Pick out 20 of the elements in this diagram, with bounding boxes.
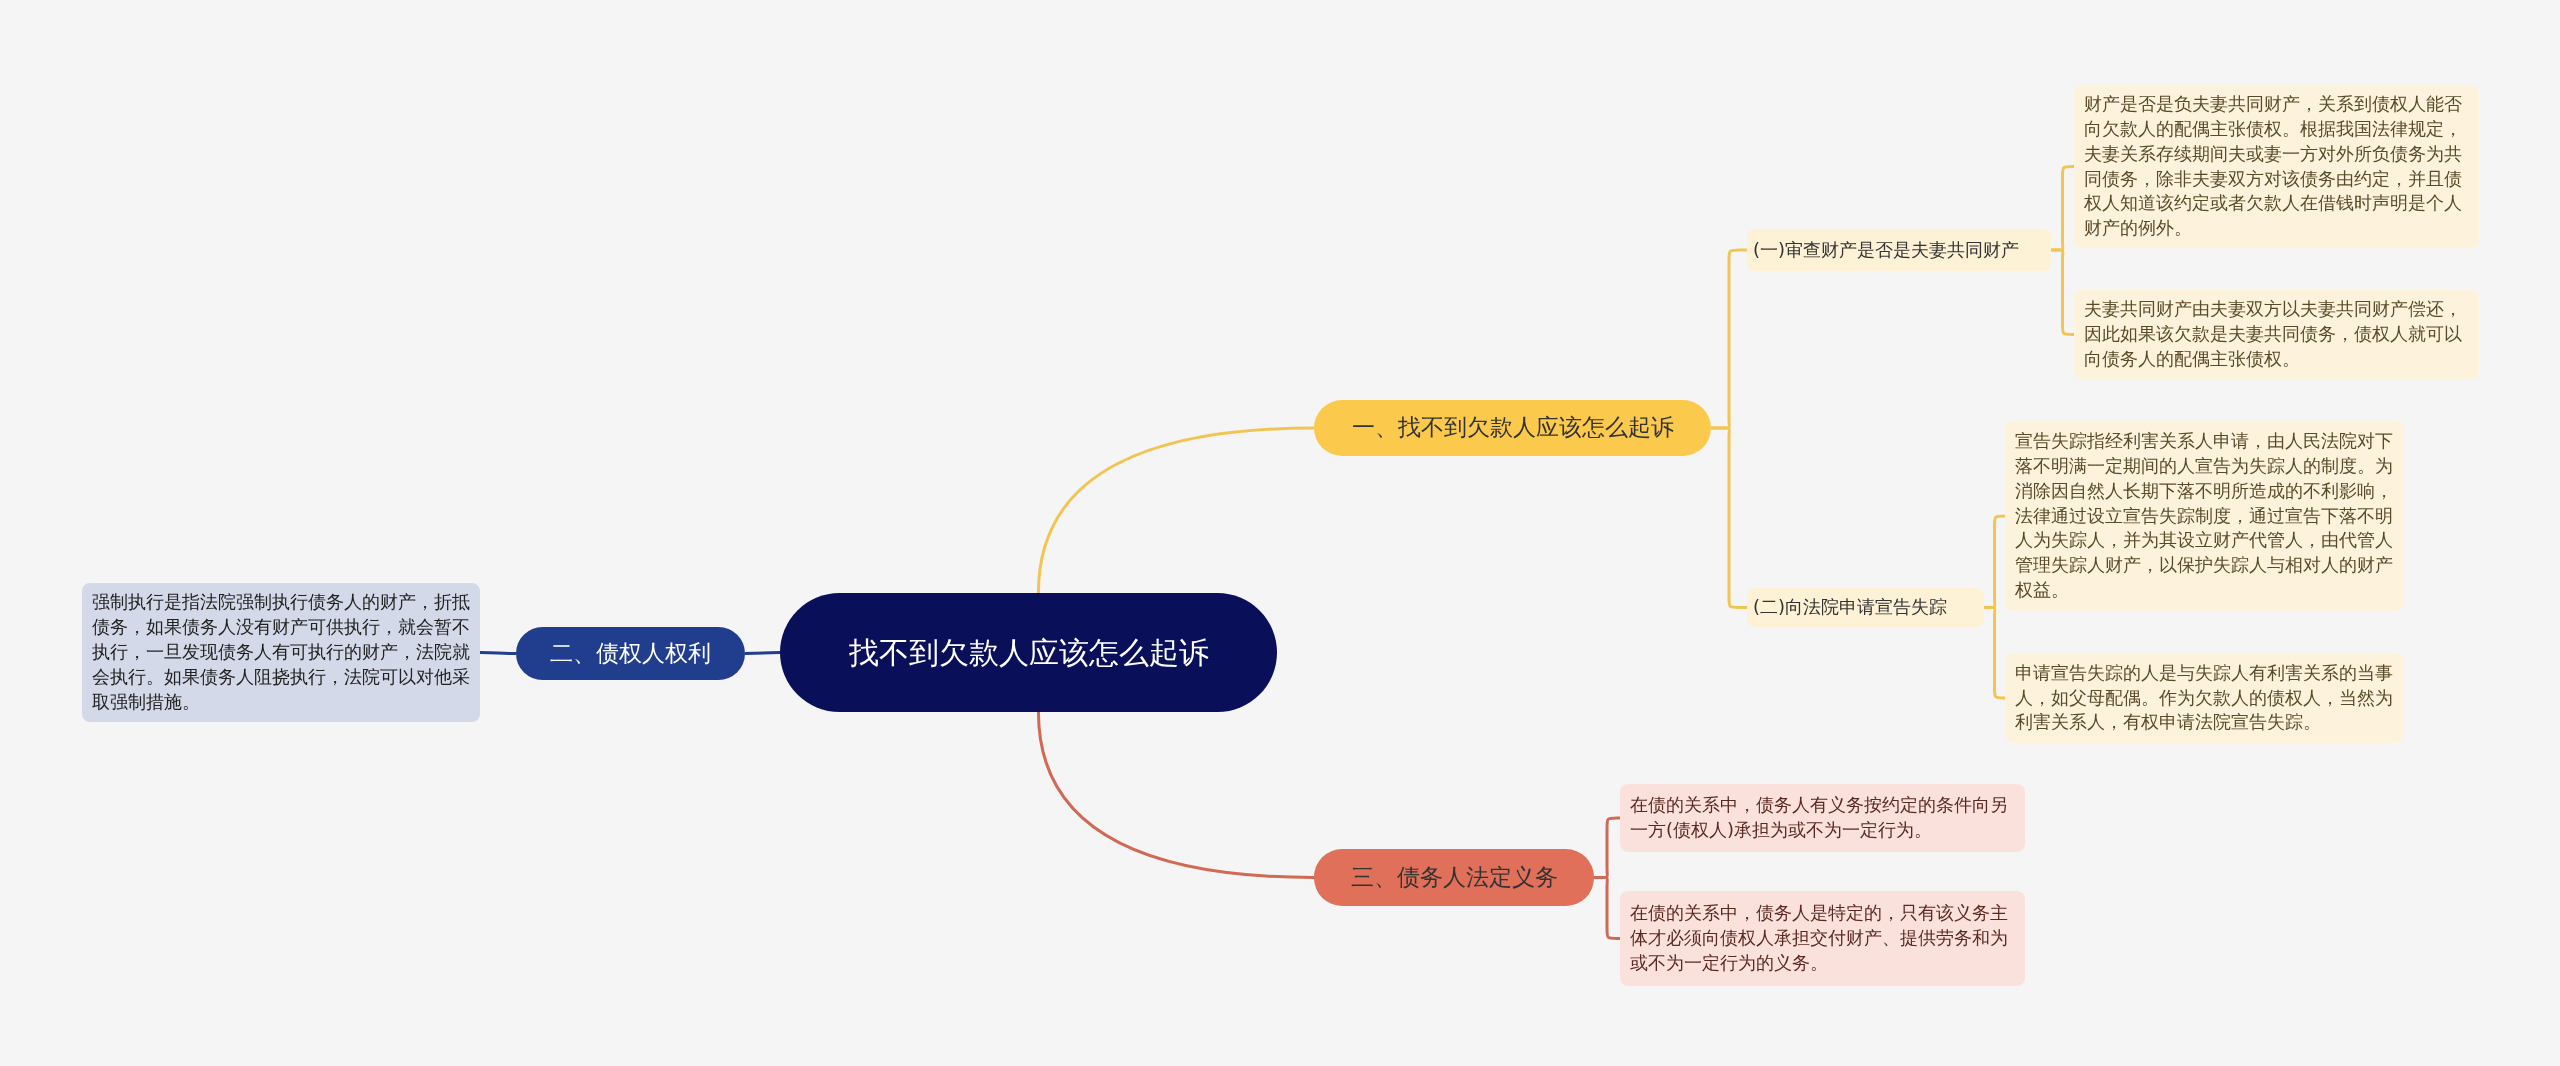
connector <box>1594 876 1620 940</box>
note-box: 强制执行是指法院强制执行债务人的财产，折抵债务，如果债务人没有财产可供执行，就会暂不执行，一旦发现债务人有可执行的财产，法院就会执行。如果债务人阻挠执行，法院可以对他采取强制措施。 <box>82 583 480 722</box>
connector <box>480 651 516 655</box>
central-topic: 找不到欠款人应该怎么起诉 <box>780 593 1277 712</box>
connector <box>1036 426 1315 594</box>
note-box: 夫妻共同财产由夫妻双方以夫妻共同财产偿还，因此如果该欠款是夫妻共同债务，债权人就可以向债务人的配偶主张债权。 <box>2074 290 2479 379</box>
subtopic-box: (二)向法院申请宣告失踪 <box>1747 588 1984 627</box>
note-box: 宣告失踪指经利害关系人申请，由人民法院对下落不明满一定期间的人宣告为失踪人的制度。为消除因自然人长期下落不明所造成的不利影响，法律通过设立宣告失踪制度，通过宣告下落不明人为失踪人，并为其设立财产代管人，由代管人管理失踪人财产，以保护失踪人与相对人的财产权益。 <box>2005 421 2404 611</box>
branch-topic: 一、找不到欠款人应该怎么起诉 <box>1314 400 1711 456</box>
subtopic-box: (一)审查财产是否是夫妻共同财产 <box>1747 229 2051 271</box>
note-box: 申请宣告失踪的人是与失踪人有利害关系的当事人，如父母配偶。作为欠款人的债权人，当然为利害关系人，有权申请法院宣告失踪。 <box>2005 653 2404 743</box>
note-box: 在债的关系中，债务人有义务按约定的条件向另一方(债权人)承担为或不为一定行为。 <box>1620 784 2025 852</box>
branch-topic: 二、债权人权利 <box>516 627 745 680</box>
connector <box>1036 711 1315 879</box>
note-box: 财产是否是负夫妻共同财产，关系到债权人能否向欠款人的配偶主张债权。根据我国法律规定，夫妻关系存续期间夫或妻一方对外所负债务为共同债务，除非夫妻双方对该债务由约定，并且债权人知道该约定或者欠款人在借钱时声明是个人财产的例外。 <box>2074 85 2479 248</box>
connector <box>744 651 781 655</box>
branch-topic: 三、债务人法定义务 <box>1314 849 1594 906</box>
connector <box>1711 426 1747 609</box>
connector <box>1984 606 2006 700</box>
note-box: 在债的关系中，债务人是特定的，只有该义务主体才必须向债权人承担交付财产、提供劳务和为或不为一定行为的义务。 <box>1620 891 2025 986</box>
